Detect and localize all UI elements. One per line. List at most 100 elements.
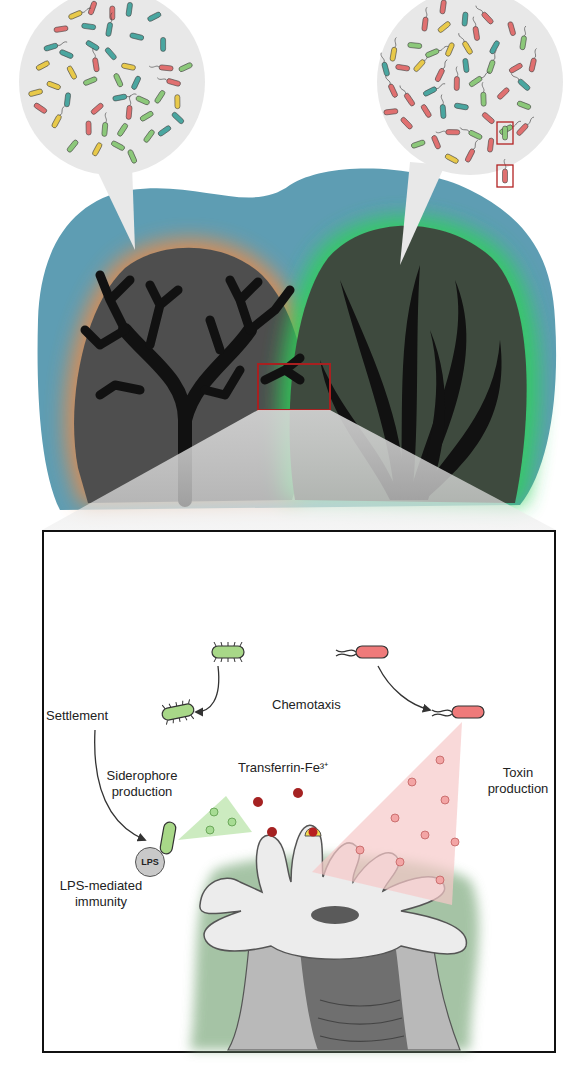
transferrin-dot [293,788,303,798]
bacterium [465,139,480,163]
bacterium [92,142,103,157]
highlight-box [497,122,513,144]
bacterium [104,47,117,61]
bacterium [395,64,410,71]
bacterium [66,139,79,153]
transferrin-dot [267,827,277,837]
bacterium [126,95,133,119]
bacterium [422,7,430,31]
chemotaxis-arrow [378,666,430,710]
red-bacterium [336,646,388,658]
bacterium [439,94,446,118]
bacterium [35,60,50,71]
bacterium [161,37,166,51]
bacterium [423,82,447,97]
bacterium [468,70,491,88]
bacterium [379,52,390,76]
microbe-bubble [19,0,205,175]
bacterium [157,125,171,137]
bacterium [516,115,536,136]
bacterium [508,62,523,73]
process-label: Siderophore production [96,768,188,800]
bacterium [139,110,154,121]
siderophore-dots [206,808,236,834]
bacterium [126,2,133,17]
bacterium [43,40,67,52]
zoom-box [258,364,330,410]
bacterium [445,42,455,57]
bacterium [474,4,494,25]
bacterium [113,73,123,88]
bacterium [384,74,399,98]
bacterium [437,21,451,34]
bacterium [143,129,155,143]
bacterium [408,42,422,48]
bacterium [33,102,47,114]
bacterium [106,12,115,37]
bacterium [51,105,67,129]
bacterium [400,116,413,130]
process-label: Chemotaxis [272,697,341,713]
bacterium [425,44,449,58]
bacterium [431,135,441,150]
chemotaxis-arrow [196,666,219,712]
highlight-box [497,165,513,187]
transferrin-dot [309,828,318,837]
bacterium [457,32,474,55]
green-bacterium [212,642,244,662]
bacterium [459,125,483,140]
bacterium [102,112,109,136]
bacterium [131,75,141,90]
bacterium [81,23,96,30]
bacterium [487,138,494,153]
bacterium [481,112,495,125]
toxin-cone [312,722,462,905]
bacterium [434,59,449,83]
bacterium [520,26,529,50]
bacterium [59,49,74,59]
bacterium [110,6,115,20]
bacterium [121,63,136,71]
bacterium [178,62,193,72]
bacterium [91,48,100,72]
bacterium [90,102,104,115]
bacterium [529,48,539,73]
bacterium [503,159,508,183]
bacterium [497,87,511,100]
bacteria-cluster [28,1,193,164]
bacterium [66,65,77,80]
siderophore-cone [178,796,252,840]
bacterium [390,37,399,62]
bacterium [463,58,470,73]
bacterium [157,75,181,86]
bacterium [68,6,92,20]
bacterium [507,21,516,36]
bacterium [440,0,448,14]
red-bacterium [432,706,484,718]
molecule-label: Transferrin-Fe³⁺ [238,760,328,776]
transferrin-dot [253,797,263,807]
receptor [305,828,321,836]
bacterium [112,92,137,101]
node-text: LPS [141,857,159,867]
zoom-cone [42,410,556,530]
bacterium [444,153,459,164]
bacterium [489,40,500,55]
bacterium [171,111,185,124]
bacterium [46,81,61,91]
bacterium [480,82,486,106]
polyp-lines [318,1000,404,1041]
bacterium [147,11,162,22]
bacterium [471,16,480,40]
settled-bacterium [159,821,176,855]
bacteria-cluster [379,0,539,187]
green-bacterium [160,699,195,725]
bacterium [503,126,508,140]
process-label: LPS-mediated immunity [46,878,156,910]
bubble-pointer [400,162,445,265]
bacterium [411,139,426,148]
process-label: Settlement [46,708,108,724]
bacterium [129,32,144,40]
bacterium [462,12,468,26]
